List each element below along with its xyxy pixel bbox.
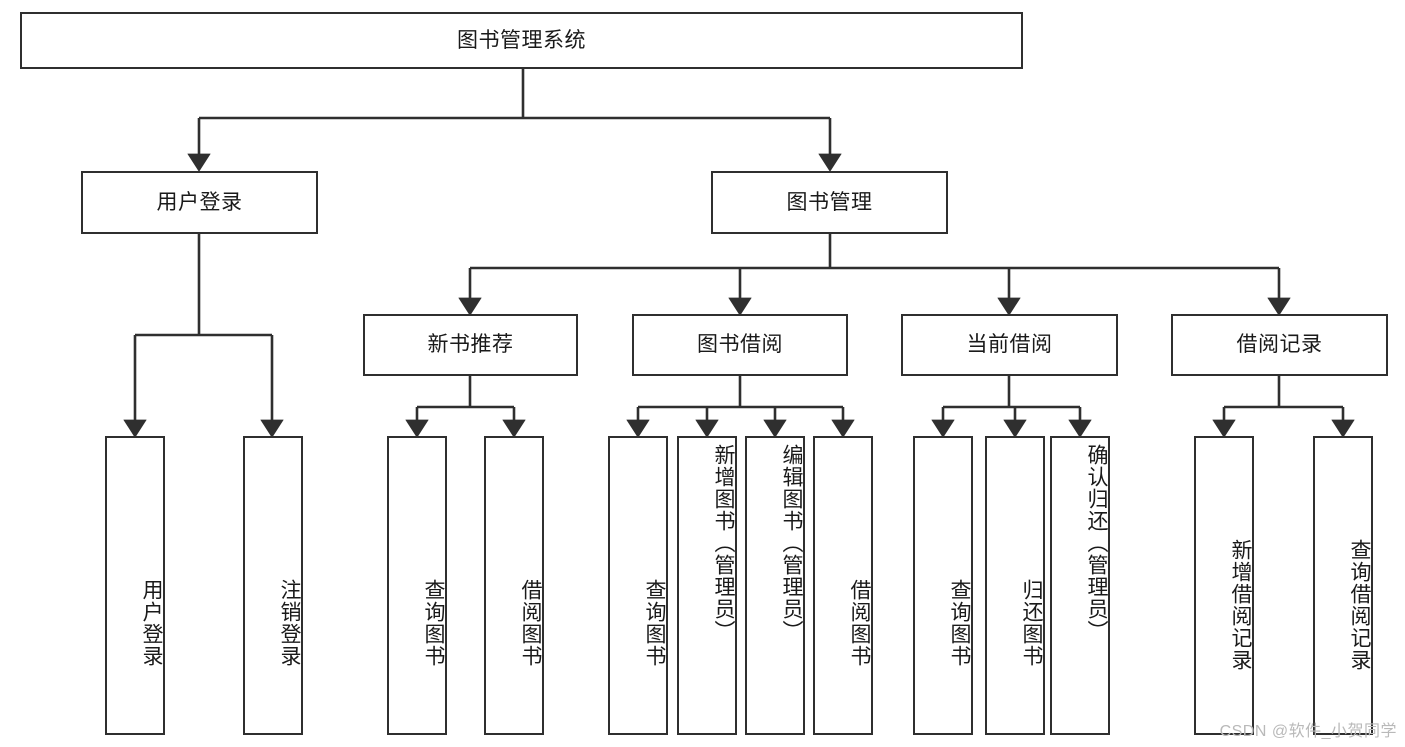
node-label: 借阅图书 [519, 579, 542, 667]
leaf-confirm-return-admin[interactable]: 确认归还（管理员） [1050, 436, 1110, 735]
node-current-borrow[interactable]: 当前借阅 [901, 314, 1118, 376]
leaf-add-borrow-record[interactable]: 新增借阅记录 [1194, 436, 1254, 735]
watermark-text: CSDN @软件_小贺同学 [1219, 723, 1397, 740]
leaf-query-borrow-record[interactable]: 查询借阅记录 [1313, 436, 1373, 735]
node-label: 新增借阅记录 [1229, 538, 1252, 671]
leaf-query-book-borrow[interactable]: 查询图书 [608, 436, 668, 735]
node-label: 注销登录 [278, 579, 301, 667]
node-label: 编辑图书（管理员） [780, 444, 803, 642]
leaf-logout[interactable]: 注销登录 [243, 436, 303, 735]
node-user-login[interactable]: 用户登录 [81, 171, 318, 234]
node-borrow-record[interactable]: 借阅记录 [1171, 314, 1388, 376]
node-label: 查询图书 [643, 579, 666, 667]
leaf-add-book-admin[interactable]: 新增图书（管理员） [677, 436, 737, 735]
leaf-edit-book-admin[interactable]: 编辑图书（管理员） [745, 436, 805, 735]
node-label: 查询图书 [948, 579, 971, 667]
node-label: 图书管理系统 [457, 28, 586, 52]
node-new-book-recommend[interactable]: 新书推荐 [363, 314, 578, 376]
node-label: 借阅图书 [848, 579, 871, 667]
node-label: 图书借阅 [697, 333, 783, 357]
node-book-management[interactable]: 图书管理 [711, 171, 948, 234]
node-label: 查询图书 [422, 579, 445, 667]
node-label: 新书推荐 [427, 333, 514, 357]
node-label: 归还图书 [1020, 579, 1043, 667]
node-label: 新增图书（管理员） [712, 444, 735, 642]
node-label: 查询借阅记录 [1348, 538, 1371, 671]
node-label: 借阅记录 [1236, 333, 1323, 357]
leaf-query-book-current[interactable]: 查询图书 [913, 436, 973, 735]
node-label: 确认归还（管理员） [1085, 444, 1108, 642]
node-label: 用户登录 [156, 190, 243, 214]
leaf-query-book-recommend[interactable]: 查询图书 [387, 436, 447, 735]
leaf-user-login[interactable]: 用户登录 [105, 436, 165, 735]
node-label: 图书管理 [786, 190, 873, 214]
node-label: 当前借阅 [966, 333, 1053, 357]
leaf-return-book[interactable]: 归还图书 [985, 436, 1045, 735]
node-root-book-management-system[interactable]: 图书管理系统 [20, 12, 1023, 69]
node-book-borrow[interactable]: 图书借阅 [632, 314, 848, 376]
leaf-borrow-book[interactable]: 借阅图书 [813, 436, 873, 735]
leaf-borrow-book-recommend[interactable]: 借阅图书 [484, 436, 544, 735]
node-label: 用户登录 [140, 579, 163, 667]
